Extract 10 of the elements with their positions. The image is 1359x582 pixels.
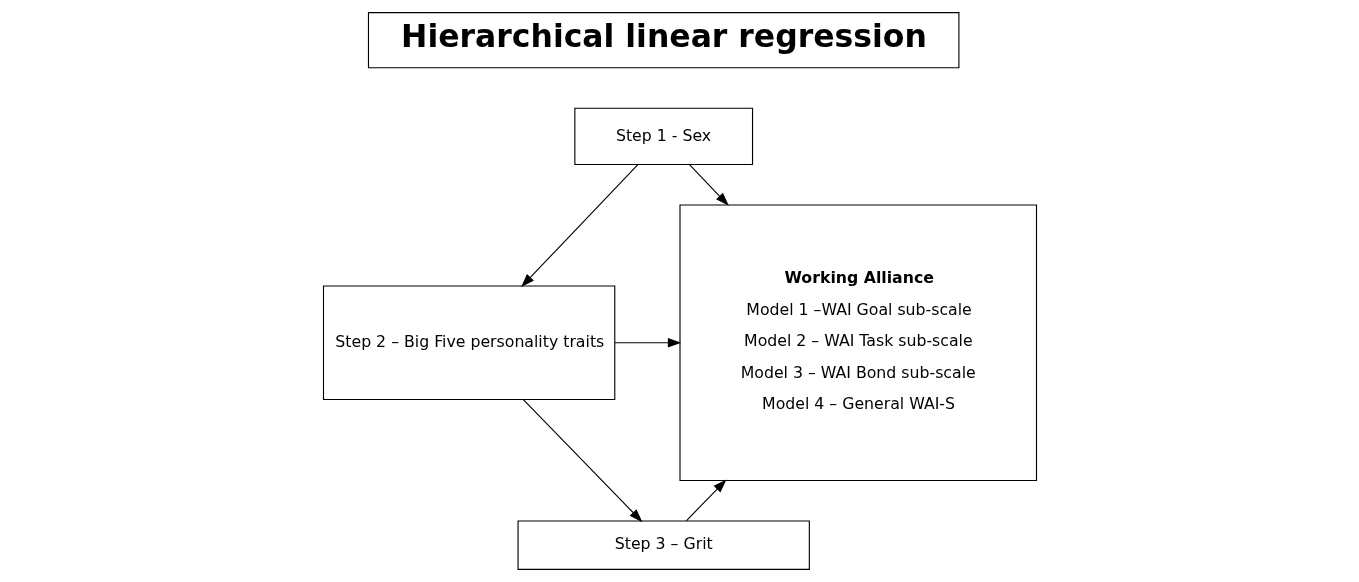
- node-box: Step 2 – Big Five personality traits: [322, 285, 615, 401]
- arrow: [685, 479, 726, 522]
- node-box: Hierarchical linear regression: [367, 12, 959, 69]
- node-box: Step 3 – Grit: [517, 520, 810, 570]
- node-box: Working Alliance Model 1 –WAI Goal sub-scale Model 2 – WAI Task sub-scale Model 3 – WAI Bond sub-scale Model 4 – General WAI-S: [678, 204, 1037, 482]
- arrow: [688, 164, 729, 206]
- node-box: Step 1 - Sex: [573, 107, 753, 166]
- arrow: [520, 164, 638, 288]
- arrow: [522, 399, 642, 523]
- arrow: [614, 338, 681, 348]
